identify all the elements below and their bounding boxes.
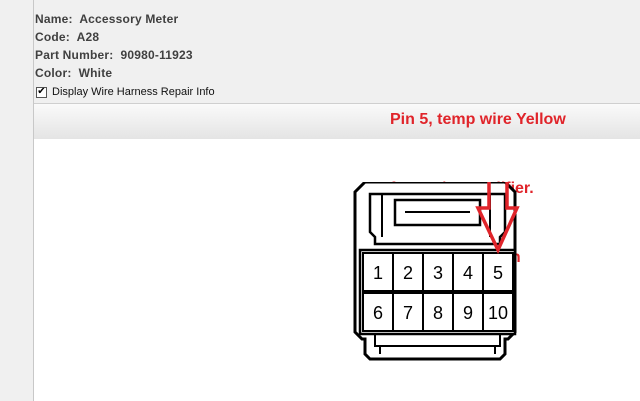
connector-bottom-rails xyxy=(379,346,496,354)
part-color-row: Color: White xyxy=(35,64,193,82)
pin-label-4: 4 xyxy=(463,263,473,283)
pin-cell xyxy=(362,292,394,332)
pin-cell xyxy=(482,252,514,292)
pin-label-6: 6 xyxy=(373,303,383,323)
pin-label-10: 10 xyxy=(488,303,508,323)
part-name-row: Name: Accessory Meter xyxy=(35,10,193,28)
pin-cell xyxy=(422,252,454,292)
part-code-row: Code: A28 xyxy=(35,28,193,46)
part-name-value: Accessory Meter xyxy=(79,12,179,26)
pin-cell xyxy=(482,292,514,332)
pin-label-1: 1 xyxy=(373,263,383,283)
pin-label-7: 7 xyxy=(403,303,413,323)
pin-label-2: 2 xyxy=(403,263,413,283)
check-mark-icon: ✔ xyxy=(37,86,46,97)
pin-cell xyxy=(452,252,484,292)
red-arrow-icon xyxy=(475,182,520,255)
part-number-label: Part Number: xyxy=(35,48,114,62)
display-repair-info-option[interactable]: ✔ Display Wire Harness Repair Info xyxy=(36,86,215,98)
part-code-label: Code: xyxy=(35,30,70,44)
annotation-line: Pin 5, temp wire Yellow xyxy=(390,111,566,128)
part-number-row: Part Number: 90980-11923 xyxy=(35,46,193,64)
pin-label-9: 9 xyxy=(463,303,473,323)
pin-cell xyxy=(452,292,484,332)
display-repair-info-checkbox[interactable]: ✔ xyxy=(36,86,47,98)
part-name-label: Name: xyxy=(35,12,73,26)
pin-label-3: 3 xyxy=(433,263,443,283)
part-color-value: White xyxy=(78,66,113,80)
part-info-panel: Name: Accessory Meter Code: A28 Part Num… xyxy=(35,10,193,82)
diagram-canvas xyxy=(34,139,640,401)
part-code-value: A28 xyxy=(76,30,100,44)
part-number-value: 90980-11923 xyxy=(120,48,193,62)
pin-label-5: 5 xyxy=(493,263,503,283)
connector-bottom-tab xyxy=(374,334,501,347)
pin-label-8: 8 xyxy=(433,303,443,323)
left-panel-divider xyxy=(33,0,34,401)
part-color-label: Color: xyxy=(35,66,72,80)
pin-cell xyxy=(422,292,454,332)
display-repair-info-label[interactable]: Display Wire Harness Repair Info xyxy=(52,86,215,98)
